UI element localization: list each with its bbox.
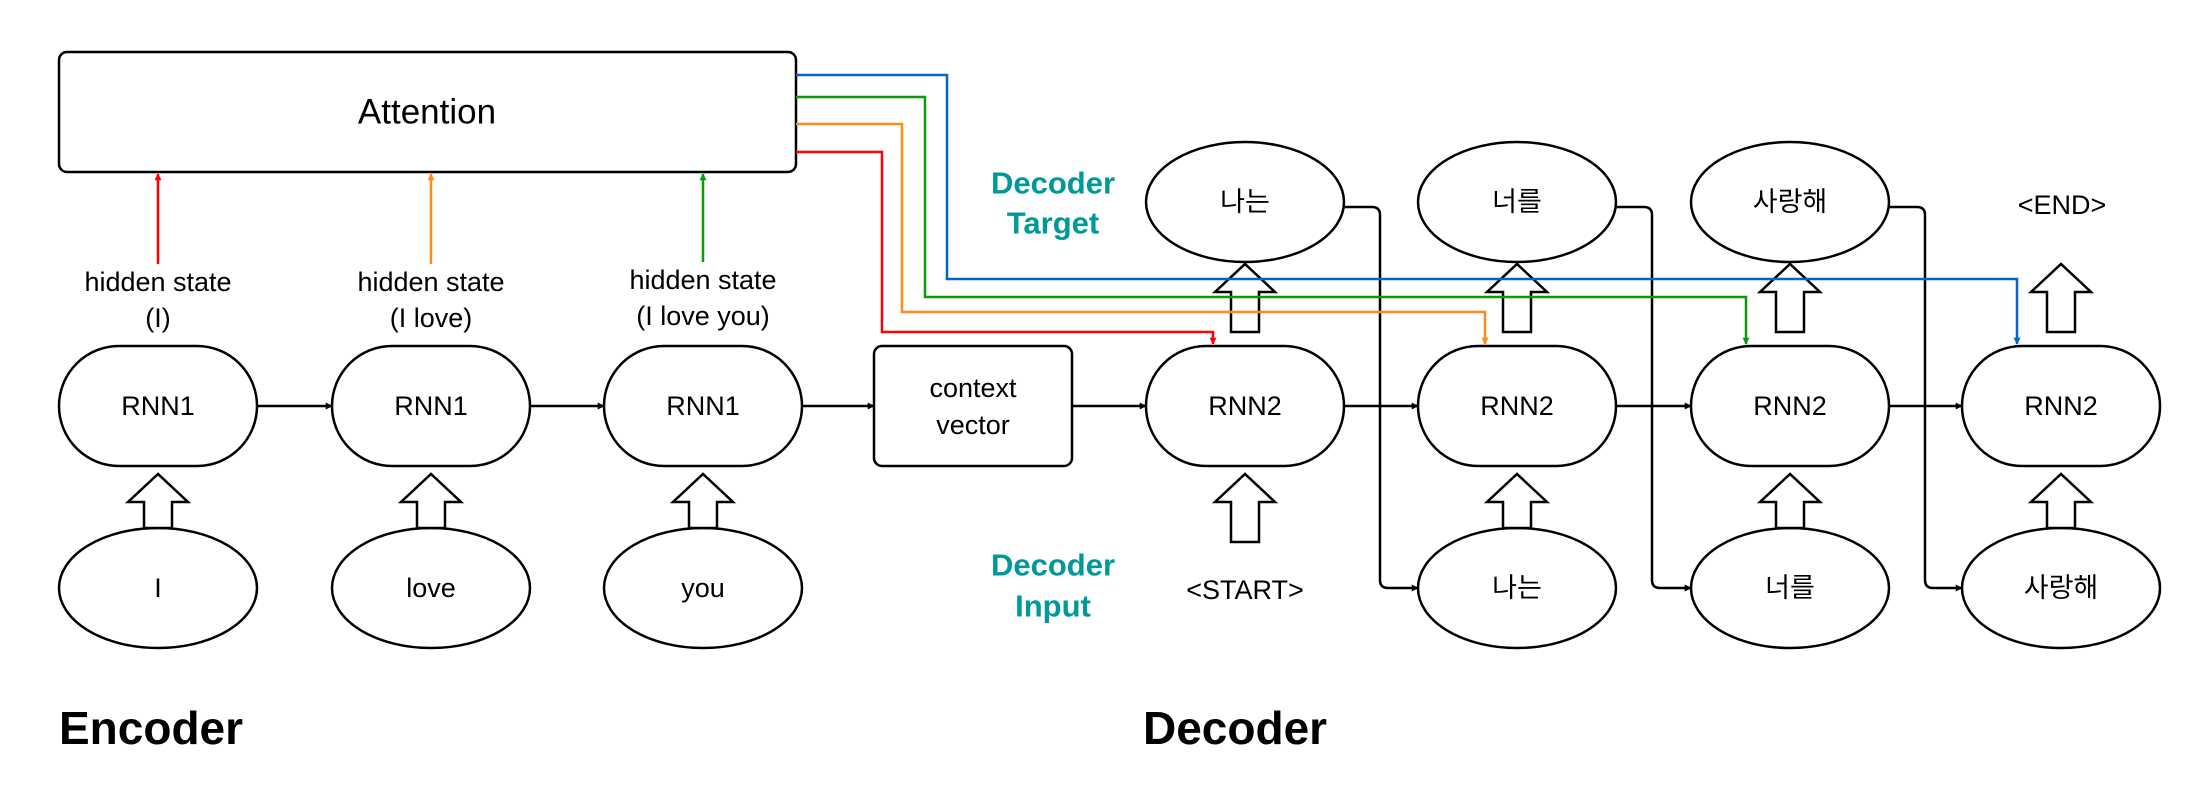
- encoder-title: Encoder: [59, 702, 243, 754]
- block-arrow-decoder-start: [1211, 472, 1279, 544]
- decoder-target-caption-line1: Decoder: [991, 166, 1115, 201]
- block-arrow-encoder-input-1: [124, 472, 192, 530]
- feedback-arrow-3: [1889, 205, 1963, 592]
- block-arrow-decoder-output-4: [2027, 262, 2095, 334]
- attention-line-red: [796, 150, 1217, 345]
- context-vector-box: [872, 344, 1074, 468]
- block-arrow-decoder-output-3: [1756, 262, 1824, 334]
- decoder-target-ellipse-2: [1416, 140, 1618, 264]
- decoder-input-caption-line2: Input: [1015, 589, 1091, 624]
- hidden-state-label-2-line2: (I love): [390, 303, 473, 333]
- feedback-arrow-2: [1616, 205, 1692, 592]
- decoder-rnn-label-3: RNN2: [1753, 391, 1827, 421]
- attention-line-orange: [796, 122, 1489, 345]
- decoder-rnn-label-4: RNN2: [2024, 391, 2098, 421]
- encoder-input-label-2: love: [406, 573, 456, 603]
- block-arrow-encoder-input-3: [669, 472, 737, 530]
- attention-line-blue: [796, 73, 2021, 345]
- decoder-target-label-1: 나는: [1220, 187, 1270, 217]
- decoder-title: Decoder: [1143, 702, 1327, 754]
- decoder-input-caption-line1: Decoder: [991, 548, 1115, 583]
- hidden-state-label-2-line1: hidden state: [357, 267, 504, 297]
- attention-label: Attention: [358, 93, 496, 132]
- encoder-rnn-label-1: RNN1: [121, 391, 195, 421]
- decoder-input-label-4: 사랑해: [2024, 573, 2099, 603]
- decoder-rnn-label-2: RNN2: [1480, 391, 1554, 421]
- decoder-target-end-label: <END>: [2018, 190, 2107, 220]
- hidden-state-label-1-line1: hidden state: [84, 267, 231, 297]
- hidden-state-label-3-line1: hidden state: [629, 265, 776, 295]
- attention-line-green: [796, 95, 1750, 345]
- decoder-input-label-3: 너를: [1765, 573, 1815, 603]
- decoder-target-ellipse-1: [1144, 140, 1346, 264]
- decoder-target-ellipse-3: [1689, 140, 1891, 264]
- feedback-arrow-1: [1344, 205, 1419, 592]
- hidden-state-label-1-line2: (I): [145, 303, 170, 333]
- decoder-target-label-2: 너를: [1492, 187, 1542, 217]
- block-arrow-decoder-input-3: [1756, 472, 1824, 530]
- encoder-input-label-3: you: [681, 573, 725, 603]
- block-arrow-decoder-input-4: [2027, 472, 2095, 530]
- context-vector-line1: context: [929, 373, 1017, 403]
- block-arrow-decoder-input-2: [1483, 472, 1551, 530]
- encoder-rnn-label-2: RNN1: [394, 391, 468, 421]
- hidden-state-label-3-line2: (I love you): [636, 301, 770, 331]
- encoder-input-label-1: I: [154, 573, 162, 603]
- context-vector-line2: vector: [936, 410, 1010, 440]
- decoder-input-label-2: 나는: [1492, 573, 1542, 603]
- decoder-input-start-label: <START>: [1186, 575, 1304, 605]
- decoder-target-label-3: 사랑해: [1753, 187, 1828, 217]
- decoder-rnn-label-1: RNN2: [1208, 391, 1282, 421]
- attention-box: [57, 50, 798, 174]
- decoder-target-caption-line2: Target: [1007, 206, 1099, 241]
- encoder-rnn-label-3: RNN1: [666, 391, 740, 421]
- block-arrow-encoder-input-2: [397, 472, 465, 530]
